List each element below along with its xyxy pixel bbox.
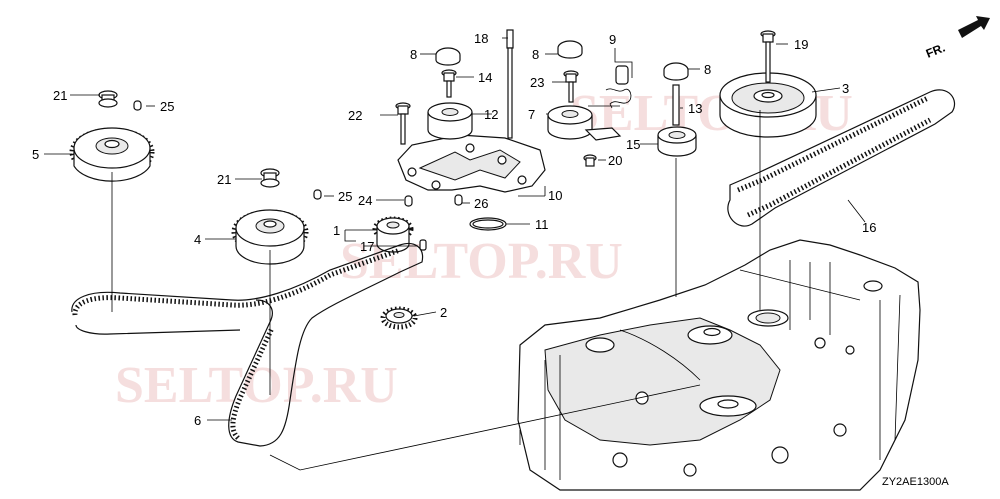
- pulley-gear-4: [231, 209, 309, 265]
- cap-8-right: [663, 62, 689, 81]
- callout-2: 2: [440, 305, 447, 320]
- callout-4: 4: [194, 232, 201, 247]
- callout-21-lower: 21: [217, 172, 231, 187]
- front-direction-arrow-icon: [958, 16, 990, 38]
- timing-belt-6: [71, 242, 424, 447]
- callout-25-lower: 25: [338, 189, 352, 204]
- spring-9: [605, 65, 632, 109]
- callout-21-upper: 21: [53, 88, 67, 103]
- callout-24: 24: [358, 193, 372, 208]
- callout-16: 16: [862, 220, 876, 235]
- pulley-gear-5: [69, 127, 155, 182]
- idler-pulley-12: [427, 102, 473, 140]
- callout-15: 15: [626, 137, 640, 152]
- callout-8-left: 8: [410, 47, 417, 62]
- bolt-13: [672, 84, 680, 126]
- pin-17: [419, 239, 427, 251]
- dowel-25-lower: [313, 189, 322, 200]
- callout-13: 13: [688, 101, 702, 116]
- callout-9: 9: [609, 32, 616, 47]
- bolt-14: [441, 69, 457, 98]
- callout-26: 26: [474, 196, 488, 211]
- callout-18: 18: [474, 31, 488, 46]
- cap-8-left: [435, 47, 461, 66]
- direction-label: FR.: [924, 41, 947, 61]
- pin-26: [454, 194, 463, 206]
- callout-11: 11: [535, 217, 549, 232]
- bolt-22: [395, 102, 411, 145]
- callout-12: 12: [484, 107, 498, 122]
- callout-3: 3: [842, 81, 849, 96]
- bolt-19: [760, 30, 776, 83]
- bushing-15: [657, 126, 697, 157]
- callout-20: 20: [608, 153, 622, 168]
- bolt-20: [583, 154, 597, 167]
- callout-8-right: 8: [704, 62, 711, 77]
- callout-labels: 21 25 5 21 25 4 6 1 17 24 2 18 8 14 22 1…: [32, 31, 876, 428]
- callout-22: 22: [348, 108, 362, 123]
- callout-6: 6: [194, 413, 201, 428]
- callout-7: 7: [528, 107, 535, 122]
- callout-23: 23: [530, 75, 544, 90]
- callout-17: 17: [360, 239, 374, 254]
- callout-1: 1: [333, 223, 340, 238]
- bracket-10: [397, 134, 546, 193]
- timing-belt-16: [727, 89, 956, 227]
- engine-block: [517, 239, 921, 491]
- leader-lines: [44, 37, 866, 471]
- dowel-25-upper: [133, 100, 142, 111]
- bolt-23: [563, 70, 579, 103]
- callout-5: 5: [32, 147, 39, 162]
- stud-18: [506, 29, 514, 139]
- pin-24: [404, 195, 413, 207]
- callout-19: 19: [794, 37, 808, 52]
- callout-8-middle: 8: [532, 47, 539, 62]
- bolt-21-upper: [98, 90, 118, 108]
- bolt-21-lower: [260, 168, 280, 188]
- gear-1: [372, 216, 414, 253]
- diagram-code: ZY2AE1300A: [882, 476, 949, 488]
- watermark-3: SELTOP.RU: [115, 357, 398, 414]
- cap-8-middle: [557, 40, 583, 59]
- tensioner-pulley-7: [547, 105, 622, 141]
- gear-2: [380, 306, 418, 330]
- callout-25-upper: 25: [160, 99, 174, 114]
- pulley-3: [719, 72, 817, 138]
- oring-11: [469, 217, 507, 231]
- callout-14: 14: [478, 70, 492, 85]
- callout-10: 10: [548, 188, 562, 203]
